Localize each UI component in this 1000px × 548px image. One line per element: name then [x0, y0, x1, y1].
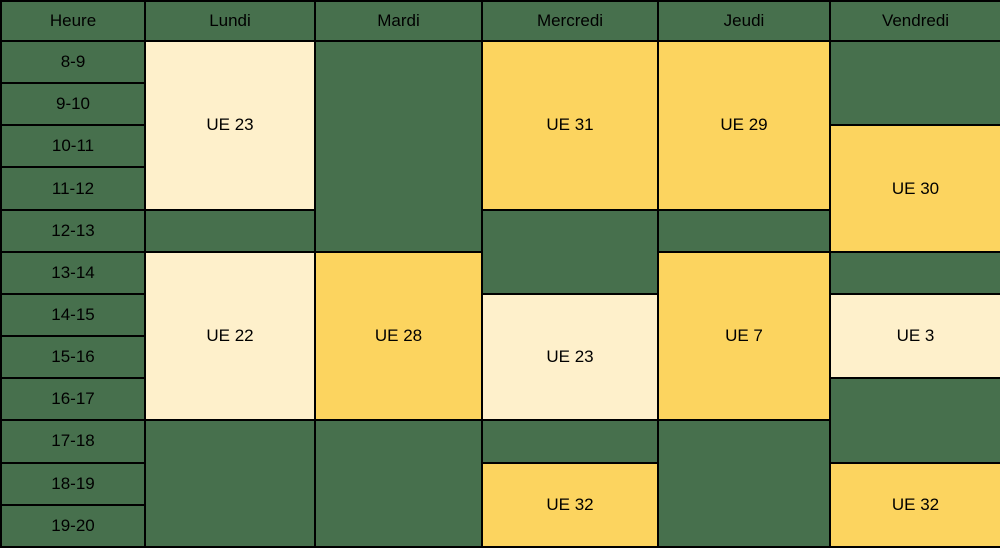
time-cell-16-17: 16-17	[0, 377, 146, 422]
empty-cell-vendredi-late-afternoon	[829, 377, 1000, 464]
row-8-9: 8-9 UE 23 UE 31 UE 29	[0, 39, 1000, 253]
time-cell-15-16: 15-16	[0, 335, 146, 380]
time-cell-14-15: 14-15	[0, 292, 146, 338]
time-cell-10-11: 10-11	[0, 124, 146, 169]
header-cell-mardi: Mardi	[314, 0, 483, 42]
header-row: Heure Lundi Mardi Mercredi Jeudi Vendred…	[0, 0, 1000, 42]
row-10-11: 10-11 UE 30	[0, 124, 1000, 253]
course-cell-lundi-ue23: UE 23	[144, 40, 316, 211]
row-19-20: 19-20	[0, 503, 1000, 548]
course-cell-mercredi-ue23: UE 23	[481, 292, 659, 422]
empty-cell-jeudi-noon	[657, 208, 831, 253]
row-14-15: 14-15 UE 23 UE 3	[0, 292, 1000, 422]
row-11-12: 11-12	[0, 166, 1000, 211]
empty-cell-mardi-morning	[314, 40, 483, 253]
row-13-14: 13-14 UE 22 UE 28 UE 7	[0, 250, 1000, 422]
header-cell-mercredi: Mercredi	[481, 0, 659, 42]
time-cell-12-13: 12-13	[0, 208, 146, 253]
course-cell-mercredi-ue32: UE 32	[481, 461, 659, 548]
time-cell-11-12: 11-12	[0, 166, 146, 211]
course-cell-jeudi-ue29: UE 29	[657, 40, 831, 211]
header-cell-lundi: Lundi	[144, 0, 316, 42]
row-18-19: 18-19 UE 32 UE 32	[0, 461, 1000, 548]
empty-cell-jeudi-evening	[657, 419, 831, 548]
course-cell-mercredi-ue31: UE 31	[481, 40, 659, 211]
course-cell-vendredi-ue3: UE 3	[829, 292, 1000, 380]
course-cell-mardi-ue28: UE 28	[314, 250, 483, 422]
corner-cell-heure: Heure	[0, 0, 146, 42]
row-17-18: 17-18	[0, 419, 1000, 548]
time-cell-8-9: 8-9	[0, 39, 146, 85]
row-16-17: 16-17	[0, 377, 1000, 464]
course-cell-vendredi-ue32: UE 32	[829, 461, 1000, 548]
course-cell-jeudi-ue7: UE 7	[657, 250, 831, 422]
empty-cell-mardi-evening	[314, 419, 483, 548]
row-9-10: 9-10	[0, 82, 1000, 127]
header-cell-jeudi: Jeudi	[657, 0, 831, 42]
course-cell-lundi-ue22: UE 22	[144, 250, 316, 422]
time-cell-13-14: 13-14	[0, 250, 146, 295]
empty-cell-mercredi-noon	[481, 208, 659, 295]
time-cell-18-19: 18-19	[0, 461, 146, 506]
row-15-16: 15-16	[0, 335, 1000, 380]
course-cell-vendredi-ue30: UE 30	[829, 124, 1000, 253]
time-cell-9-10: 9-10	[0, 82, 146, 127]
time-cell-19-20: 19-20	[0, 503, 146, 548]
empty-cell-lundi-noon	[144, 208, 316, 253]
header-cell-vendredi: Vendredi	[829, 0, 1000, 42]
row-12-13: 12-13	[0, 208, 1000, 295]
time-cell-17-18: 17-18	[0, 419, 146, 464]
empty-cell-vendredi-early	[829, 39, 1000, 127]
empty-cell-mercredi-17-18	[481, 419, 659, 464]
empty-cell-lundi-evening	[144, 419, 316, 548]
empty-cell-vendredi-noon	[829, 250, 1000, 295]
